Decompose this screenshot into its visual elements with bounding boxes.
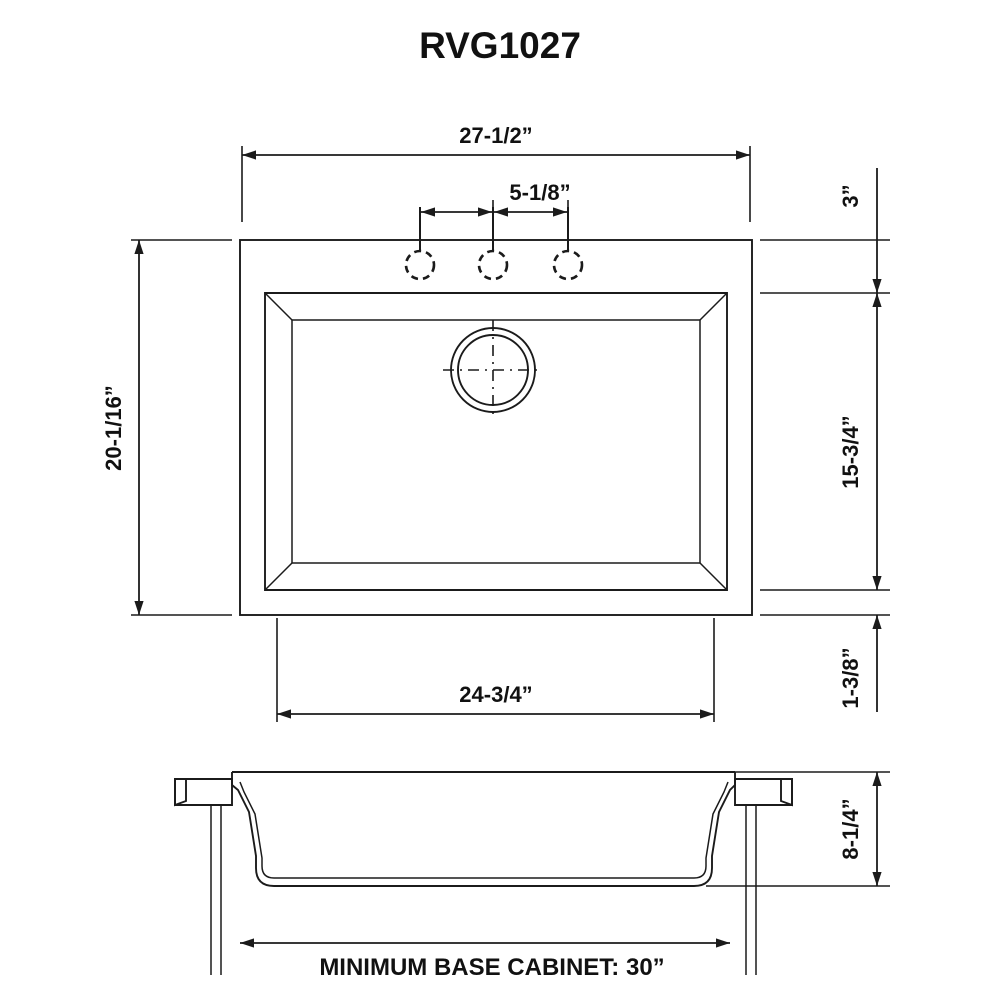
dimension-bowl-width: 24-3/4” bbox=[276, 618, 715, 722]
dim-label-rim-to-bowl-top: 3” bbox=[838, 184, 863, 207]
dim-label-bowl-height: 8-1/4” bbox=[838, 798, 863, 859]
countertop-right-slab bbox=[780, 778, 793, 807]
dim-label-overall-depth: 20-1/16” bbox=[101, 385, 126, 471]
dim-label-bowl-width: 24-3/4” bbox=[459, 682, 532, 707]
dimension-overall-width: 27-1/2” bbox=[241, 123, 751, 222]
dimension-bowl-depth: 15-3/4” bbox=[760, 293, 890, 591]
bevel-corner-bottom-right bbox=[699, 562, 728, 591]
section-view-group bbox=[174, 771, 890, 975]
dimension-faucet-spacing: 5-1/8” bbox=[419, 180, 571, 232]
dimension-bowl-to-rim-bottom: 1-3/8” bbox=[760, 614, 890, 712]
bevel-corner-top-right bbox=[699, 292, 728, 321]
dimension-rim-to-bowl-top: 3” bbox=[760, 168, 890, 294]
dim-label-faucet-spacing: 5-1/8” bbox=[509, 180, 570, 205]
note-label-base-cabinet: MINIMUM BASE CABINET: 30” bbox=[319, 954, 664, 981]
sink-bowl-profile-outer bbox=[231, 772, 736, 887]
sink-bowl-profile-inner bbox=[239, 781, 729, 879]
sink-rim-outline bbox=[239, 239, 753, 616]
bevel-corner-top-left bbox=[264, 292, 293, 321]
dimension-overall-depth: 20-1/16” bbox=[101, 239, 232, 616]
countertop-left-surface bbox=[174, 778, 233, 806]
dim-label-bowl-to-rim-bottom: 1-3/8” bbox=[838, 647, 863, 708]
dim-label-overall-width: 27-1/2” bbox=[459, 123, 532, 148]
bevel-corner-bottom-left bbox=[264, 562, 293, 591]
note-minimum-base-cabinet: MINIMUM BASE CABINET: 30” bbox=[240, 938, 730, 981]
dim-label-bowl-depth: 15-3/4” bbox=[838, 415, 863, 488]
dimension-bowl-height: 8-1/4” bbox=[838, 772, 882, 886]
top-view-group bbox=[239, 207, 753, 616]
page-title: RVG1027 bbox=[419, 25, 581, 66]
